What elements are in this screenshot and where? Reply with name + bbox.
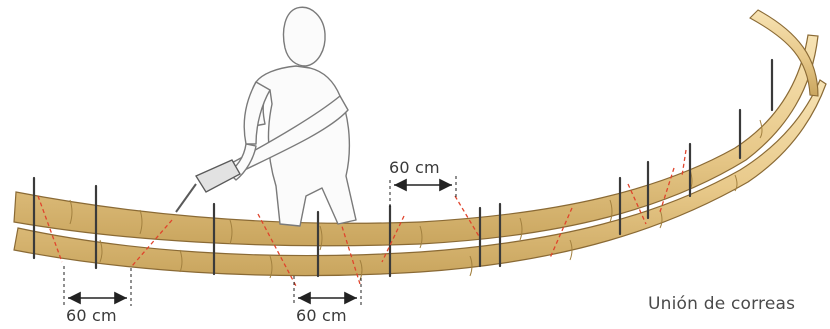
- dimension-label-bottom-left: 60 cm: [66, 306, 117, 325]
- dimension-label-bottom-mid: 60 cm: [296, 306, 347, 325]
- figure-caption: Unión de correas: [648, 294, 795, 314]
- worker-figure: [226, 7, 356, 226]
- bamboo-pole-upper: [14, 35, 818, 246]
- dimension-label-top: 60 cm: [389, 158, 440, 177]
- drill-tool: [176, 160, 240, 212]
